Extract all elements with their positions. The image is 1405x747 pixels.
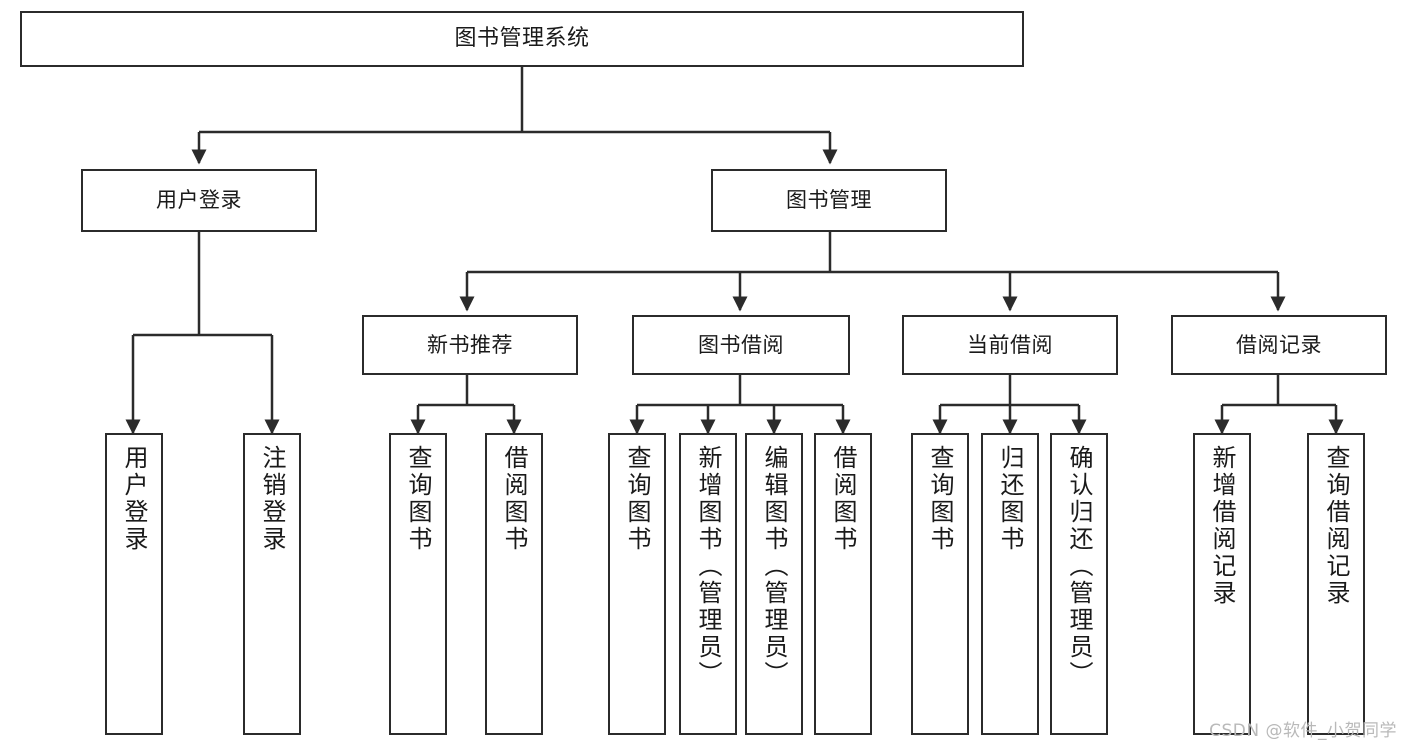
node-label: 图书管理 xyxy=(786,188,872,213)
node-borrow-records[interactable]: 借阅记录 xyxy=(1171,315,1387,375)
node-label: 查询图书 xyxy=(404,445,432,553)
node-label: 借阅图书 xyxy=(500,445,528,553)
node-label: 图书借阅 xyxy=(698,332,784,357)
node-label: 注销登录 xyxy=(258,445,286,553)
node-label: 查询图书 xyxy=(926,445,954,553)
leaf-logout[interactable]: 注销登录 xyxy=(243,433,301,735)
node-label: 确认归还（管理员） xyxy=(1065,445,1093,688)
leaf-borrow-books-recommend[interactable]: 借阅图书 xyxy=(485,433,543,735)
watermark-text: CSDN @软件_小贺同学 xyxy=(1209,721,1397,741)
leaf-query-books-borrow[interactable]: 查询图书 xyxy=(608,433,666,735)
node-label: 用户登录 xyxy=(156,188,242,213)
node-book-borrow[interactable]: 图书借阅 xyxy=(632,315,850,375)
node-current-borrow[interactable]: 当前借阅 xyxy=(902,315,1118,375)
node-book-management[interactable]: 图书管理 xyxy=(711,169,947,232)
node-label: 新书推荐 xyxy=(427,332,513,357)
node-label: 用户登录 xyxy=(120,445,148,553)
node-label: 借阅记录 xyxy=(1236,332,1322,357)
leaf-query-books-current[interactable]: 查询图书 xyxy=(911,433,969,735)
leaf-confirm-return-admin[interactable]: 确认归还（管理员） xyxy=(1050,433,1108,735)
node-label: 借阅图书 xyxy=(829,445,857,553)
leaf-user-login[interactable]: 用户登录 xyxy=(105,433,163,735)
node-user-login[interactable]: 用户登录 xyxy=(81,169,317,232)
node-label: 新增图书（管理员） xyxy=(694,445,722,688)
leaf-add-book-admin[interactable]: 新增图书（管理员） xyxy=(679,433,737,735)
leaf-edit-book-admin[interactable]: 编辑图书（管理员） xyxy=(745,433,803,735)
node-label: 新增借阅记录 xyxy=(1208,445,1236,607)
node-label: 归还图书 xyxy=(996,445,1024,553)
node-label: 当前借阅 xyxy=(967,332,1053,357)
node-label: 查询图书 xyxy=(623,445,651,553)
node-label: 图书管理系统 xyxy=(454,26,590,52)
leaf-return-book[interactable]: 归还图书 xyxy=(981,433,1039,735)
leaf-borrow-book[interactable]: 借阅图书 xyxy=(814,433,872,735)
node-root-system[interactable]: 图书管理系统 xyxy=(20,11,1024,67)
node-label: 查询借阅记录 xyxy=(1322,445,1350,607)
node-new-book-recommend[interactable]: 新书推荐 xyxy=(362,315,578,375)
leaf-query-books-recommend[interactable]: 查询图书 xyxy=(389,433,447,735)
node-label: 编辑图书（管理员） xyxy=(760,445,788,688)
leaf-add-borrow-record[interactable]: 新增借阅记录 xyxy=(1193,433,1251,735)
leaf-query-borrow-record[interactable]: 查询借阅记录 xyxy=(1307,433,1365,735)
